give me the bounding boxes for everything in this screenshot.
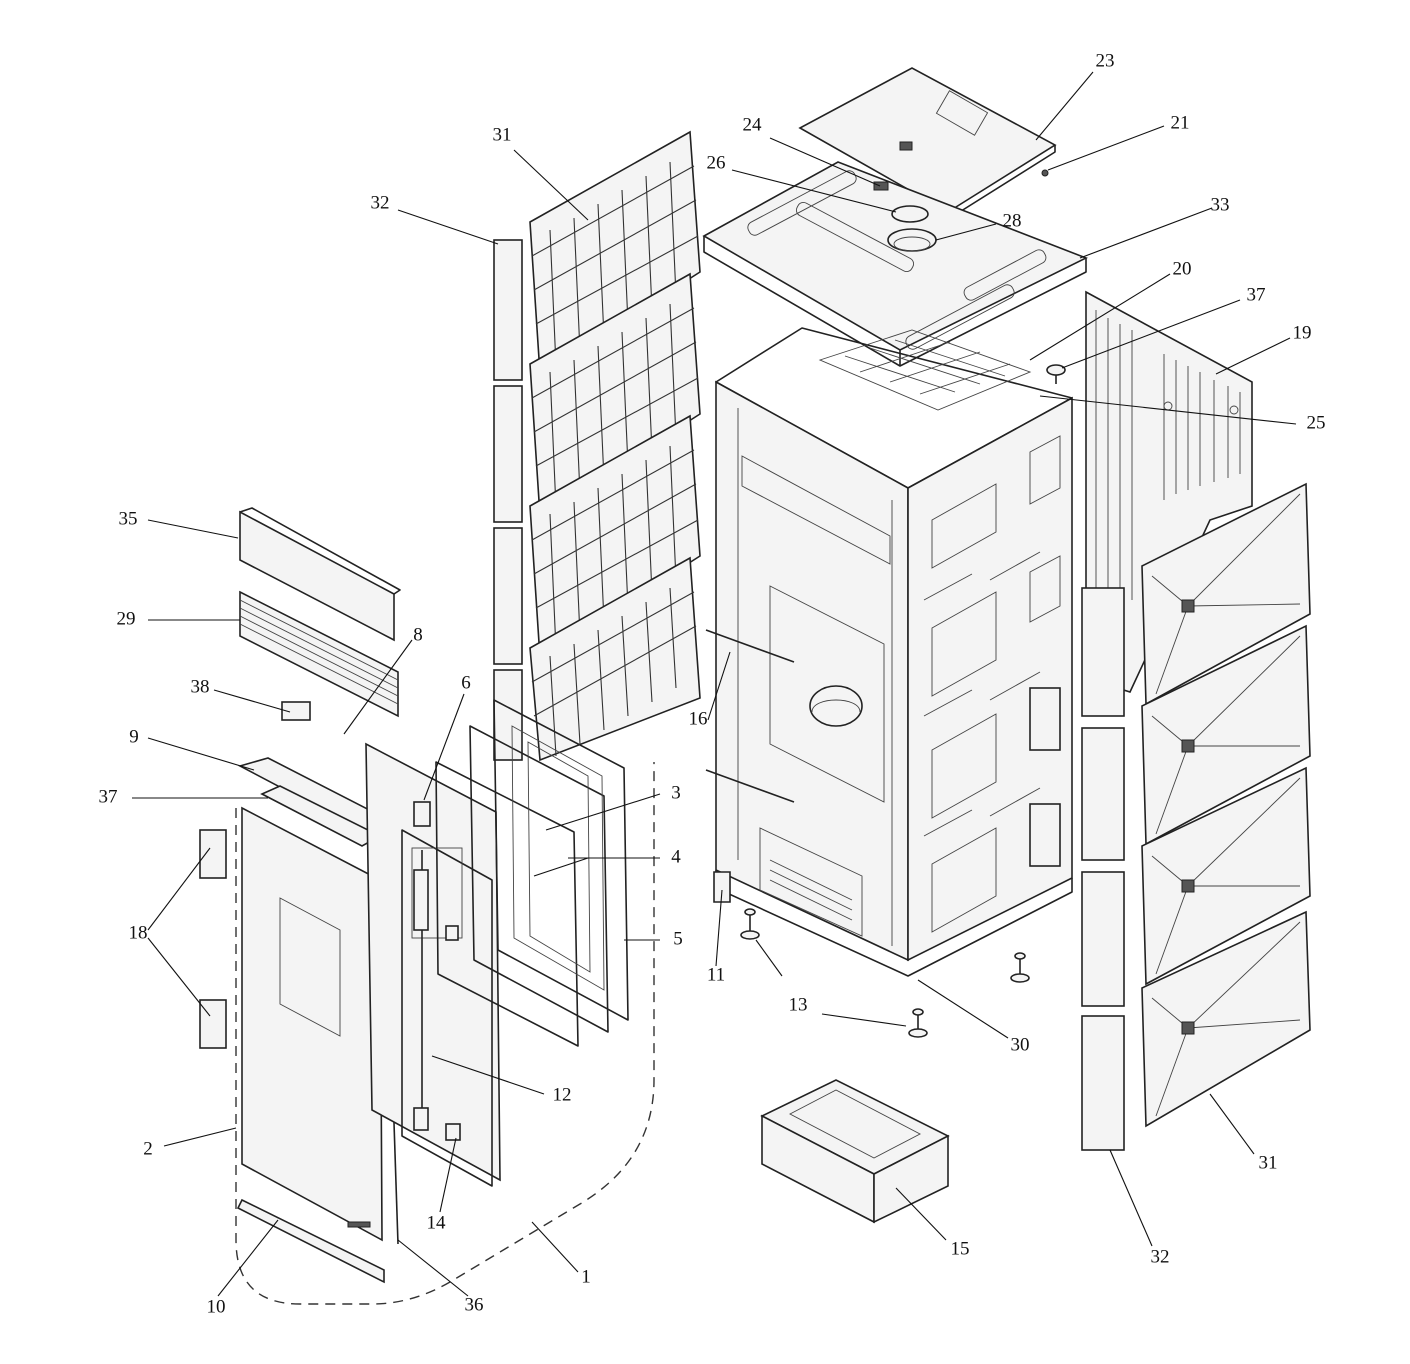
callout-15: 15 bbox=[951, 1238, 970, 1259]
bracket-part-11 bbox=[713, 871, 731, 903]
callout-5: 5 bbox=[673, 928, 683, 949]
flue-collar-part-28 bbox=[887, 228, 937, 252]
hinges-part-18 bbox=[199, 829, 227, 1049]
callout-36: 36 bbox=[465, 1294, 484, 1315]
door-assembly-outline-part-1 bbox=[235, 762, 655, 1305]
part-38 bbox=[281, 701, 311, 721]
callout-28: 28 bbox=[1003, 210, 1022, 231]
callout-13: 13 bbox=[789, 994, 808, 1015]
callout-14: 14 bbox=[427, 1212, 447, 1233]
callout-33: 33 bbox=[1211, 194, 1230, 215]
callout-labels: 23 21 24 26 28 33 31 32 20 37 19 25 35 2… bbox=[99, 50, 1326, 1317]
callout-38: 38 bbox=[191, 676, 210, 697]
leveling-feet-part-13 bbox=[740, 908, 1030, 1038]
callout-25: 25 bbox=[1307, 412, 1326, 433]
top-frame-part-33 bbox=[702, 161, 1088, 367]
rod-part-16 bbox=[705, 629, 795, 803]
callout-11: 11 bbox=[707, 964, 725, 985]
door-panel-part-2 bbox=[241, 806, 383, 1242]
right-corner-posts-part-32 bbox=[1081, 587, 1125, 1151]
callout-37-left: 37 bbox=[99, 786, 118, 807]
callout-19: 19 bbox=[1293, 322, 1312, 343]
callout-35: 35 bbox=[119, 508, 138, 529]
callout-1: 1 bbox=[581, 1266, 591, 1287]
callout-23: 23 bbox=[1096, 50, 1115, 71]
top-fascia-part-35 bbox=[239, 507, 401, 642]
callout-31-top: 31 bbox=[493, 124, 512, 145]
left-corner-posts-part-32 bbox=[493, 239, 523, 761]
callout-2: 2 bbox=[143, 1138, 153, 1159]
callout-9: 9 bbox=[129, 726, 139, 747]
bottom-trim-part-10 bbox=[236, 1198, 385, 1284]
callout-26: 26 bbox=[707, 152, 726, 173]
callout-6: 6 bbox=[461, 672, 471, 693]
clip-part-24 bbox=[873, 181, 889, 191]
catch-part-14 bbox=[445, 1123, 461, 1141]
knob-part-37-top bbox=[1046, 364, 1066, 384]
louvre-part-29 bbox=[239, 590, 399, 718]
latch-part-6 bbox=[413, 801, 431, 827]
callout-32-top: 32 bbox=[371, 192, 390, 213]
callout-10: 10 bbox=[207, 1296, 226, 1317]
right-side-panels-part-31 bbox=[1141, 482, 1311, 1128]
callout-12: 12 bbox=[553, 1084, 572, 1105]
callout-16: 16 bbox=[689, 708, 708, 729]
screw-part-21 bbox=[1041, 169, 1049, 177]
leader-lines bbox=[132, 71, 1297, 1297]
callout-8: 8 bbox=[413, 624, 423, 645]
callout-3: 3 bbox=[671, 782, 681, 803]
callout-37-top: 37 bbox=[1247, 284, 1266, 305]
callout-31-bottom: 31 bbox=[1259, 1152, 1278, 1173]
inner-door-frame-part-12 bbox=[365, 742, 501, 1187]
main-body-chassis bbox=[715, 327, 1073, 977]
callout-29: 29 bbox=[117, 608, 136, 629]
glass-frames-part-3-4-5 bbox=[435, 699, 629, 1047]
ash-drawer-part-15 bbox=[760, 1079, 950, 1224]
callout-4: 4 bbox=[671, 846, 681, 867]
callout-24: 24 bbox=[743, 114, 763, 135]
callout-32-bottom: 32 bbox=[1151, 1246, 1170, 1267]
left-side-grid-panels-part-31 bbox=[529, 130, 701, 762]
callout-30: 30 bbox=[1011, 1034, 1030, 1055]
callout-18: 18 bbox=[129, 922, 148, 943]
callout-20: 20 bbox=[1173, 258, 1192, 279]
callout-21: 21 bbox=[1171, 112, 1190, 133]
